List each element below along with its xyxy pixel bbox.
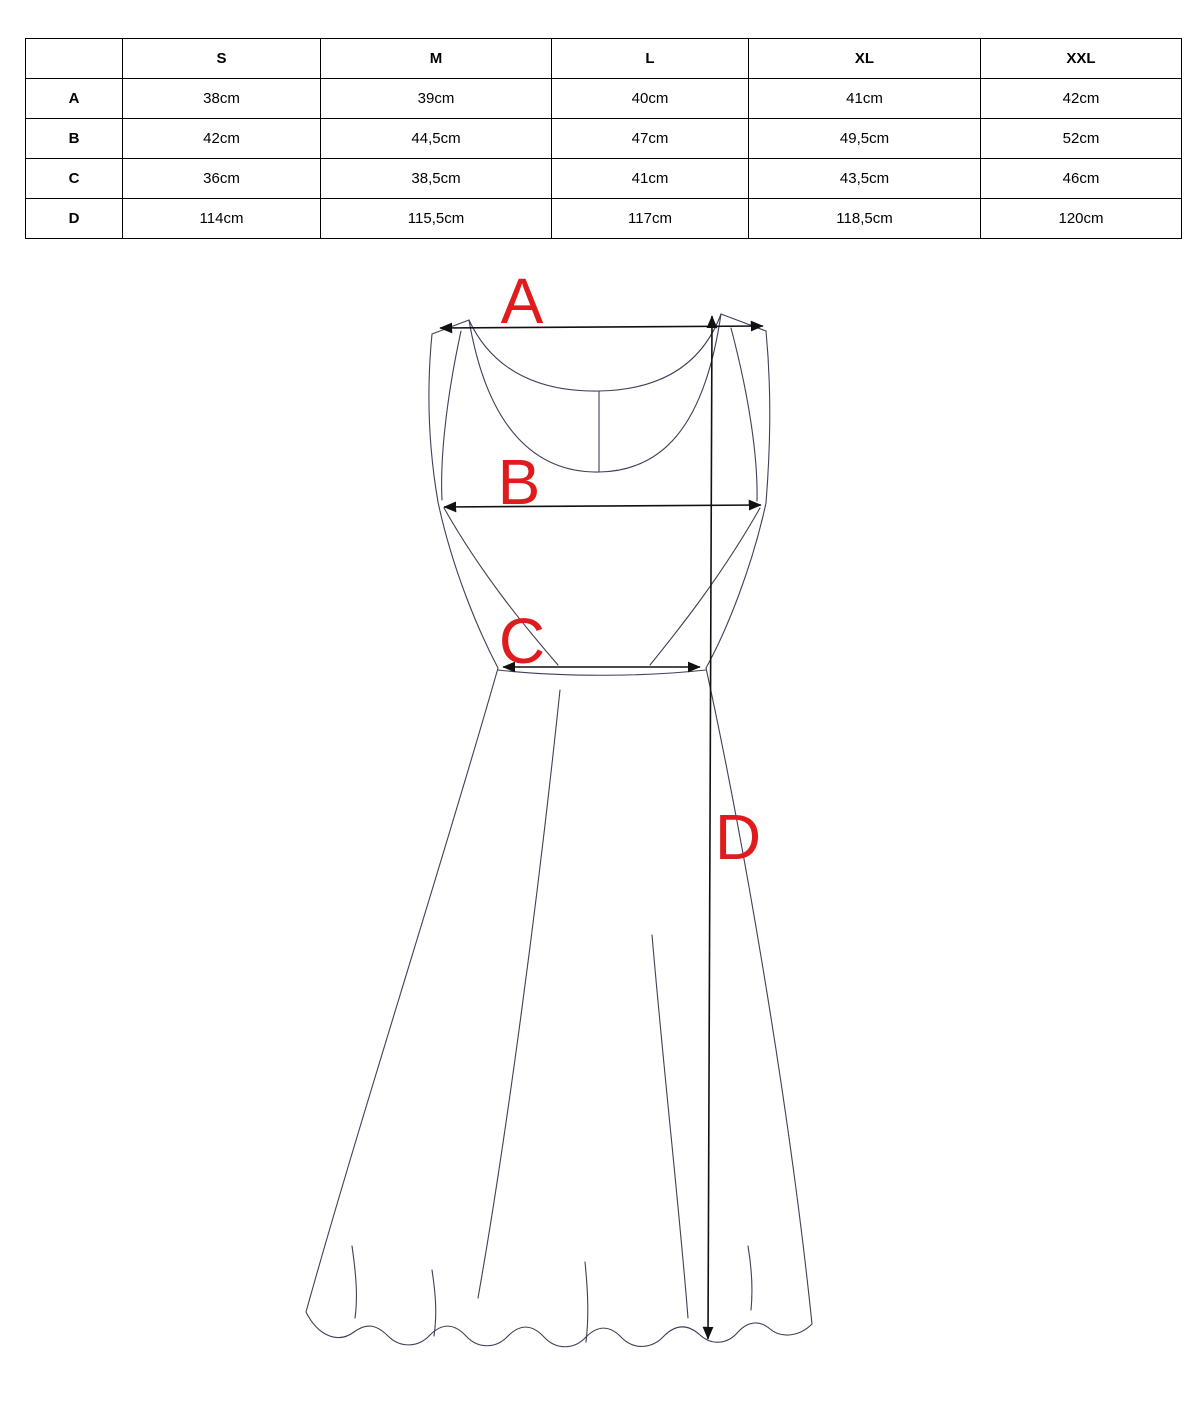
dress-line-left-shoulder bbox=[431, 319, 470, 335]
dress-line-right-armhole bbox=[730, 327, 758, 502]
cell-c-m: 38,5cm bbox=[320, 158, 552, 199]
dress-line-left-bodice bbox=[437, 501, 499, 669]
col-header-l: L bbox=[551, 38, 749, 79]
dress-line-right-shoulder bbox=[720, 313, 767, 332]
corner-cell bbox=[25, 38, 123, 79]
dress-line-left-strap bbox=[428, 333, 439, 503]
arrow-b bbox=[443, 499, 762, 513]
dress-line-fold bbox=[351, 1245, 357, 1319]
cell-b-xxl: 52cm bbox=[980, 118, 1182, 159]
table-row-a: A 38cm 39cm 40cm 41cm 42cm bbox=[25, 78, 1182, 119]
dress-line-left-seam bbox=[443, 507, 559, 666]
cell-b-xl: 49,5cm bbox=[748, 118, 981, 159]
dress-line-fold bbox=[477, 689, 561, 1299]
cell-a-m: 39cm bbox=[320, 78, 552, 119]
col-header-xl: XL bbox=[748, 38, 981, 79]
cell-a-s: 38cm bbox=[122, 78, 321, 119]
cell-b-l: 47cm bbox=[551, 118, 749, 159]
label-d: D bbox=[715, 801, 761, 873]
row-label-a: A bbox=[25, 78, 123, 119]
dress-line-fold bbox=[584, 1261, 589, 1343]
cell-d-l: 117cm bbox=[551, 198, 749, 239]
label-b: B bbox=[498, 446, 541, 518]
cell-c-l: 41cm bbox=[551, 158, 749, 199]
measurement-arrows bbox=[439, 315, 764, 1340]
cell-b-s: 42cm bbox=[122, 118, 321, 159]
dress-line-right-bodice bbox=[705, 502, 767, 669]
dress-line-fold bbox=[651, 934, 689, 1319]
label-a: A bbox=[501, 265, 544, 337]
dress-line-right-strap bbox=[765, 330, 771, 504]
dress-line-left-armhole bbox=[441, 330, 462, 501]
size-chart-table: S M L XL XXL A 38cm 39cm 40cm 41cm 42cm … bbox=[25, 38, 1182, 239]
cell-d-s: 114cm bbox=[122, 198, 321, 239]
cell-a-xxl: 42cm bbox=[980, 78, 1182, 119]
cell-a-xl: 41cm bbox=[748, 78, 981, 119]
arrow-d bbox=[702, 315, 718, 1340]
row-label-d: D bbox=[25, 198, 123, 239]
dress-line-hem bbox=[305, 1311, 813, 1348]
cell-d-xl: 118,5cm bbox=[748, 198, 981, 239]
table-row-c: C 36cm 38,5cm 41cm 43,5cm 46cm bbox=[25, 158, 1182, 199]
row-label-b: B bbox=[25, 118, 123, 159]
col-header-m: M bbox=[320, 38, 552, 79]
table-row-b: B 42cm 44,5cm 47cm 49,5cm 52cm bbox=[25, 118, 1182, 159]
cell-d-xxl: 120cm bbox=[980, 198, 1182, 239]
cell-a-l: 40cm bbox=[551, 78, 749, 119]
dress-line-fold bbox=[431, 1269, 437, 1337]
table-row-d: D 114cm 115,5cm 117cm 118,5cm 120cm bbox=[25, 198, 1182, 239]
cell-c-s: 36cm bbox=[122, 158, 321, 199]
dress-line-skirt-left bbox=[305, 667, 499, 1313]
dress-line-skirt-right bbox=[705, 667, 813, 1325]
cell-c-xxl: 46cm bbox=[980, 158, 1182, 199]
table-header-row: S M L XL XXL bbox=[25, 38, 1182, 79]
cell-d-m: 115,5cm bbox=[320, 198, 552, 239]
cell-c-xl: 43,5cm bbox=[748, 158, 981, 199]
measurement-labels: A B C D bbox=[498, 265, 761, 873]
row-label-c: C bbox=[25, 158, 123, 199]
dress-line-fold bbox=[747, 1245, 753, 1311]
col-header-s: S bbox=[122, 38, 321, 79]
dress-line-right-seam bbox=[649, 507, 761, 666]
col-header-xxl: XXL bbox=[980, 38, 1182, 79]
label-c: C bbox=[499, 605, 545, 677]
cell-b-m: 44,5cm bbox=[320, 118, 552, 159]
